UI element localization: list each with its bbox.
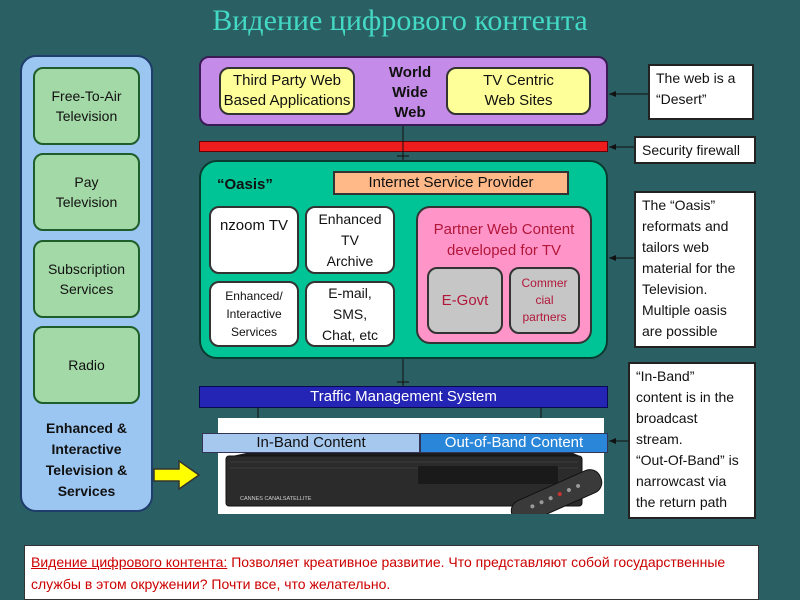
www-label: World Wide Web [388, 64, 432, 121]
callout-web-desert: The web is a “Desert” [648, 64, 754, 120]
page-title: Видение цифрового контента [212, 4, 588, 37]
service-radio: Radio [33, 326, 140, 404]
nzoom-tv-box: nzoom TV [209, 206, 299, 274]
oasis-label: “Oasis” [217, 176, 273, 193]
footer-text: Позволяет креативное развитие. Что предс… [31, 554, 726, 592]
footer-lead: Видение цифрового контента: [31, 554, 228, 570]
out-of-band-content-label: Out-of-Band Content [420, 433, 608, 453]
enhanced-interactive-services-box: Enhanced/ Interactive Services [209, 281, 299, 347]
enhanced-tv-archive-box: Enhanced TV Archive [305, 206, 395, 274]
callout-in-band: “In-Band” content is in the broadcast st… [628, 362, 756, 519]
in-band-content-label: In-Band Content [202, 433, 420, 453]
email-sms-chat-box: E-mail, SMS, Chat, etc [305, 281, 395, 347]
footer-note: Видение цифрового контента: Позволяет кр… [24, 545, 759, 600]
service-free-to-air: Free-To-Air Television [33, 67, 140, 145]
internet-service-provider-box: Internet Service Provider [333, 171, 569, 195]
traffic-management-system-bar: Traffic Management System [199, 386, 608, 408]
callout-oasis: The “Oasis” reformats and tailors web ma… [634, 191, 756, 348]
arrow-right-icon [153, 460, 201, 490]
service-subscription: Subscription Services [33, 240, 140, 318]
enhanced-services-label: Enhanced & Interactive Television & Serv… [45, 420, 128, 499]
callout-security-firewall: Security firewall [634, 136, 756, 164]
partner-web-content-label: Partner Web Content developed for TV [433, 221, 575, 259]
service-pay-tv: Pay Television [33, 153, 140, 231]
e-govt-box: E-Govt [427, 267, 503, 334]
commercial-partners-box: Commer cial partners [509, 267, 580, 334]
third-party-apps-box: Third Party Web Based Applications [219, 67, 355, 115]
device-brand-label: CANNES CANALSATELLITE [240, 496, 312, 502]
tv-centric-sites-box: TV Centric Web Sites [446, 67, 591, 115]
